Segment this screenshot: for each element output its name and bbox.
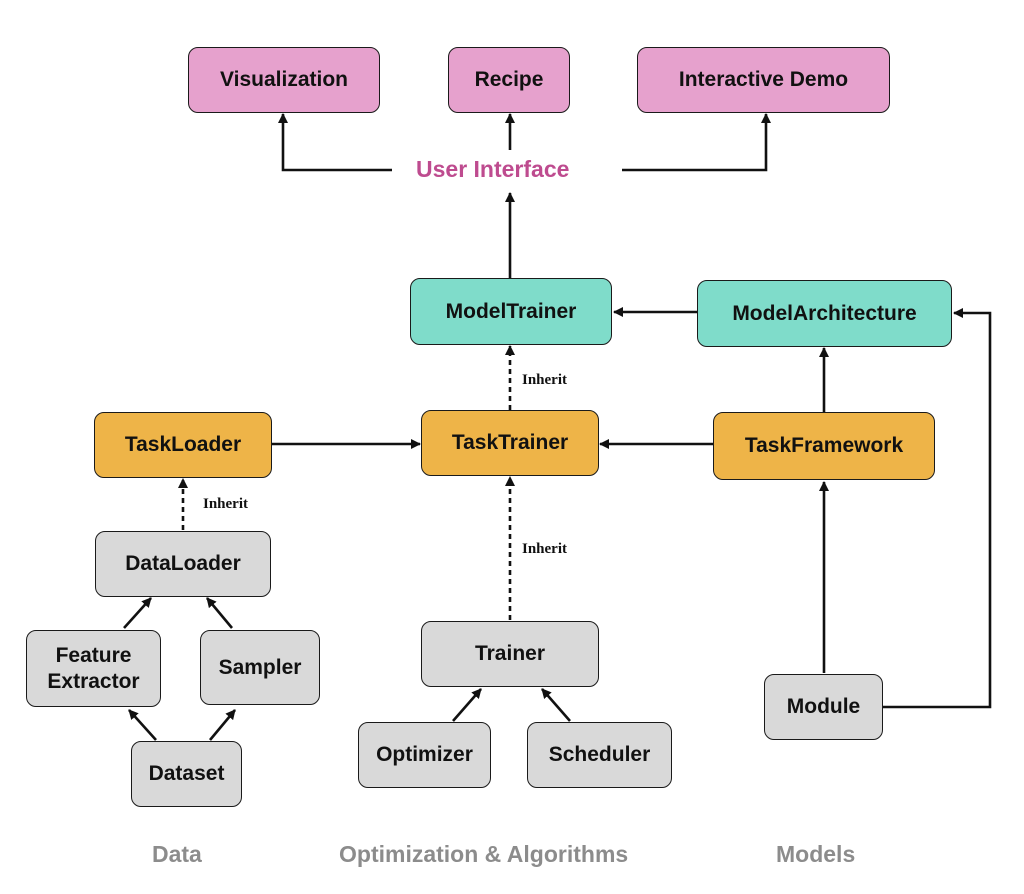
module-box: Module <box>764 674 883 740</box>
optimization-column-label: Optimization & Algorithms <box>339 841 629 867</box>
models-column-label: Models <box>776 841 856 867</box>
data-column-label: Data <box>152 841 202 867</box>
taskframework-box: TaskFramework <box>713 412 935 480</box>
arrow-sampler-to-dataloader <box>206 597 233 629</box>
arrow-ui-to-visualization <box>278 113 392 172</box>
inherit-label-taskloader: Inherit <box>203 496 248 512</box>
user-interface-heading: User Interface <box>416 156 570 182</box>
dataloader-box: DataLoader <box>95 531 271 597</box>
dataset-box: Dataset <box>131 741 242 807</box>
trainer-box: Trainer <box>421 621 599 687</box>
arrow-module-to-modelarchitecture <box>883 308 992 709</box>
sampler-box: Sampler <box>200 630 320 705</box>
modelarchitecture-box: ModelArchitecture <box>697 280 952 347</box>
recipe-box: Recipe <box>448 47 570 113</box>
arrow-scheduler-to-trainer <box>541 688 571 722</box>
modeltrainer-box: ModelTrainer <box>410 278 612 345</box>
interactive-demo-box: Interactive Demo <box>637 47 890 113</box>
arrow-featureextractor-to-dataloader <box>123 597 152 629</box>
scheduler-box: Scheduler <box>527 722 672 788</box>
arrow-dataset-to-featureextractor <box>128 709 157 741</box>
visualization-box: Visualization <box>188 47 380 113</box>
inherit-label-modeltrainer: Inherit <box>522 372 567 388</box>
arrow-ui-to-interactive-demo <box>622 113 771 172</box>
arrow-optimizer-to-trainer <box>452 688 482 722</box>
taskloader-box: TaskLoader <box>94 412 272 478</box>
arrow-dataset-to-sampler <box>209 709 236 741</box>
feature-extractor-box: Feature Extractor <box>26 630 161 707</box>
tasktrainer-box: TaskTrainer <box>421 410 599 476</box>
inherit-label-tasktrainer: Inherit <box>522 541 567 557</box>
optimizer-box: Optimizer <box>358 722 491 788</box>
